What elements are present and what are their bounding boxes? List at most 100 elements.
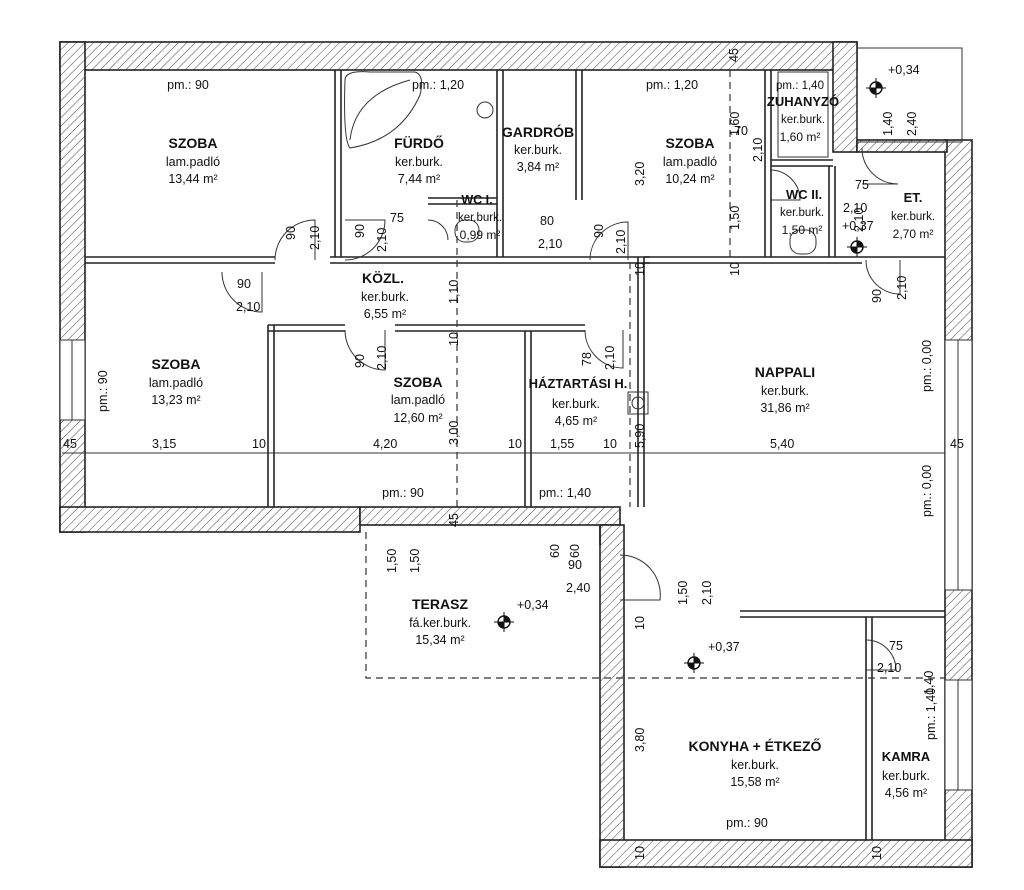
level-label: +0,37 <box>842 219 874 233</box>
room-name: ZUHANYZÓ <box>766 94 840 109</box>
level-label: +0,37 <box>708 640 740 654</box>
dimension-label: 2,10 <box>603 345 617 370</box>
room-floor: lam.padló <box>165 155 221 169</box>
room-name: GARDRÓB <box>501 124 575 140</box>
room-floor: lam.padló <box>390 393 446 407</box>
room-name: FÜRDŐ <box>394 135 444 151</box>
room-area: 10,24 m² <box>665 172 715 186</box>
room-area: 12,60 m² <box>393 411 443 425</box>
room-name: SZOBA <box>168 135 218 151</box>
level-markers <box>494 78 886 673</box>
door-swing <box>769 169 801 201</box>
bathtub-inner <box>349 79 411 141</box>
dimension-label: 90 <box>237 277 251 291</box>
sink <box>476 101 494 119</box>
room-name: ET. <box>903 190 923 205</box>
dimension-label: 10 <box>603 437 617 451</box>
pm-label: pm.: 1,20 <box>411 78 465 92</box>
dimension-label: 1,50 <box>676 580 690 605</box>
room-name: HÁZTARTÁSI H. <box>528 376 628 391</box>
left-wall <box>59 41 86 533</box>
room-name: KÖZL. <box>362 270 404 286</box>
room-floor: ker.burk. <box>761 384 809 398</box>
dimension-label: 1,60 <box>728 111 742 136</box>
room-area: 3,84 m² <box>516 160 560 174</box>
room-name: TERASZ <box>412 596 468 612</box>
dimension-label: 10 <box>252 437 266 451</box>
dimension-label: 45 <box>727 48 741 62</box>
entry-top-wall <box>856 139 948 153</box>
dimension-label: 1,40 <box>881 111 895 136</box>
dimension-label: 2,10 <box>538 237 563 251</box>
dimension-label: 45 <box>447 513 461 527</box>
dimension-label: 5,40 <box>770 437 795 451</box>
room-area: 2,70 m² <box>892 227 934 241</box>
dimension-label: 1,50 <box>385 548 399 573</box>
room-floor: ker.burk. <box>882 769 930 783</box>
dimension-label: 2,10 <box>614 229 628 254</box>
dimension-label: 2,10 <box>375 345 389 370</box>
dimension-label: 5,90 <box>633 423 647 448</box>
bathtub <box>344 71 423 149</box>
room-area: 6,55 m² <box>363 307 407 321</box>
dimension-label: 90 <box>568 558 582 572</box>
room-name: WC II. <box>785 187 823 202</box>
dimension-label: 2,10 <box>852 207 866 232</box>
doors <box>221 147 901 671</box>
dimension-label: 2,10 <box>877 661 902 675</box>
level-label: +0,34 <box>888 63 920 77</box>
dimension-label: 90 <box>870 289 884 303</box>
dimension-label: 10 <box>728 262 742 276</box>
windows <box>59 47 973 791</box>
pm-label: pm.: 1,40 <box>538 486 592 500</box>
room-floor: ker.burk. <box>779 207 825 219</box>
dimension-label: 3,80 <box>633 727 647 752</box>
room-name: SZOBA <box>665 135 715 151</box>
dimension-label: 2,10 <box>700 580 714 605</box>
dimension-label: 78 <box>580 352 594 366</box>
door-swing <box>344 219 386 261</box>
fixtures <box>344 71 829 415</box>
room-floor: fá.ker.burk. <box>409 616 471 630</box>
dimension-label: 60 <box>548 544 562 558</box>
dimension-label: 75 <box>855 178 869 192</box>
dimension-label: 10 <box>870 846 884 860</box>
level-label: +0,34 <box>517 598 549 612</box>
bottom-mid-wall <box>359 506 621 526</box>
dimension-label: 2,10 <box>308 225 322 250</box>
dimension-label: 1,55 <box>550 437 575 451</box>
room-area: 4,56 m² <box>884 786 928 800</box>
kitchen-bottom-wall <box>599 839 973 868</box>
room-area: 4,65 m² <box>554 414 598 428</box>
bottom-left-wall <box>59 506 361 533</box>
level-marker <box>847 237 867 257</box>
room-floor: ker.burk. <box>780 114 826 126</box>
room-area: 0,99 m² <box>459 228 501 242</box>
room-floor: ker.burk. <box>514 143 562 157</box>
dimension-label: 2,40 <box>905 111 919 136</box>
pm-label: pm.: 90 <box>167 78 209 92</box>
dimension-label: 75 <box>390 211 404 225</box>
dimension-label: 10 <box>633 262 647 276</box>
dimension-label: 4,20 <box>373 437 398 451</box>
dimension-label: 2,10 <box>751 137 765 162</box>
kitchen-left-wall <box>599 524 625 868</box>
door-swing <box>865 639 897 671</box>
pm-label: pm.: 0,00 <box>920 339 934 392</box>
room-name: NAPPALI <box>754 364 816 380</box>
room-name: SZOBA <box>151 356 201 372</box>
room-area: 1,50 m² <box>781 223 823 237</box>
room-area: 15,34 m² <box>415 633 465 647</box>
dimension-label: 90 <box>284 226 298 240</box>
room-area: 1,60 m² <box>779 130 821 144</box>
level-marker <box>866 78 886 98</box>
room-area: 7,44 m² <box>397 172 441 186</box>
dimension-label: 2,10 <box>375 227 389 252</box>
room-name: WC I. <box>461 193 493 207</box>
dimension-label: 45 <box>950 437 964 451</box>
door-swing <box>221 271 263 313</box>
room-floor: ker.burk. <box>731 758 779 772</box>
room-floor: ker.burk. <box>395 155 443 169</box>
